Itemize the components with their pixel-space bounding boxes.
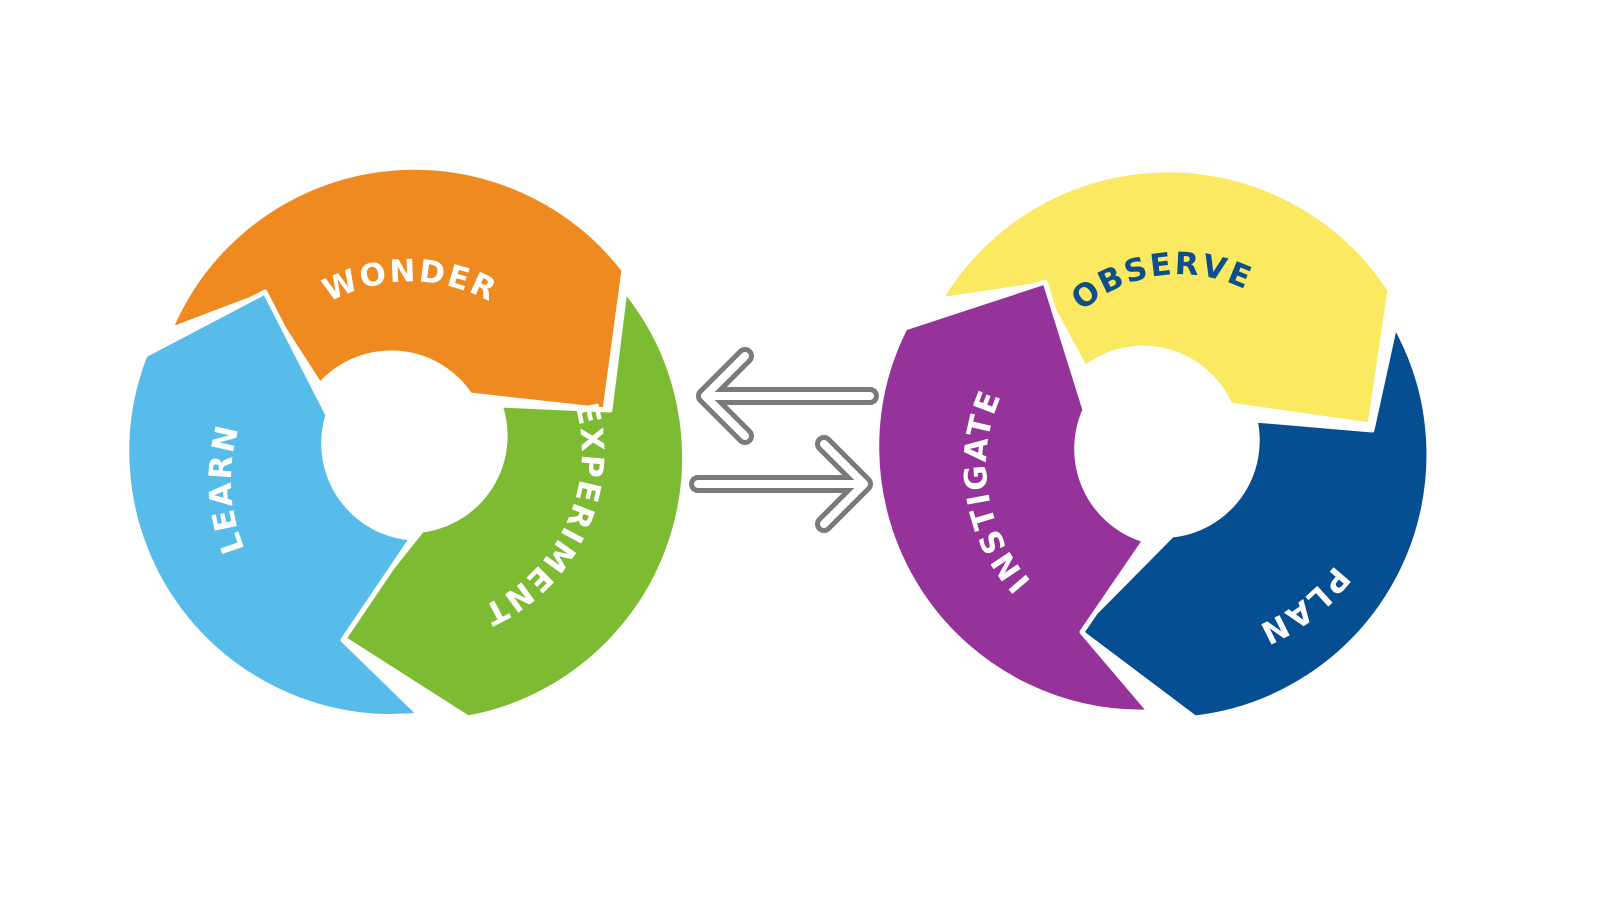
learn-segment <box>124 289 423 719</box>
bidirectional-arrows-icon <box>689 347 879 533</box>
experiment-segment <box>335 287 688 721</box>
right-cycle: OBSERVE PLAN INSTIGATE <box>874 167 1432 721</box>
instigate-segment <box>874 279 1153 715</box>
left-cycle: WONDER EXPERIMENT LEARN <box>124 164 688 721</box>
plan-segment <box>1075 322 1432 721</box>
wonder-segment <box>167 164 627 413</box>
left-arrow-icon <box>696 347 879 445</box>
right-arrow-icon <box>689 435 873 533</box>
observe-segment <box>937 167 1393 428</box>
